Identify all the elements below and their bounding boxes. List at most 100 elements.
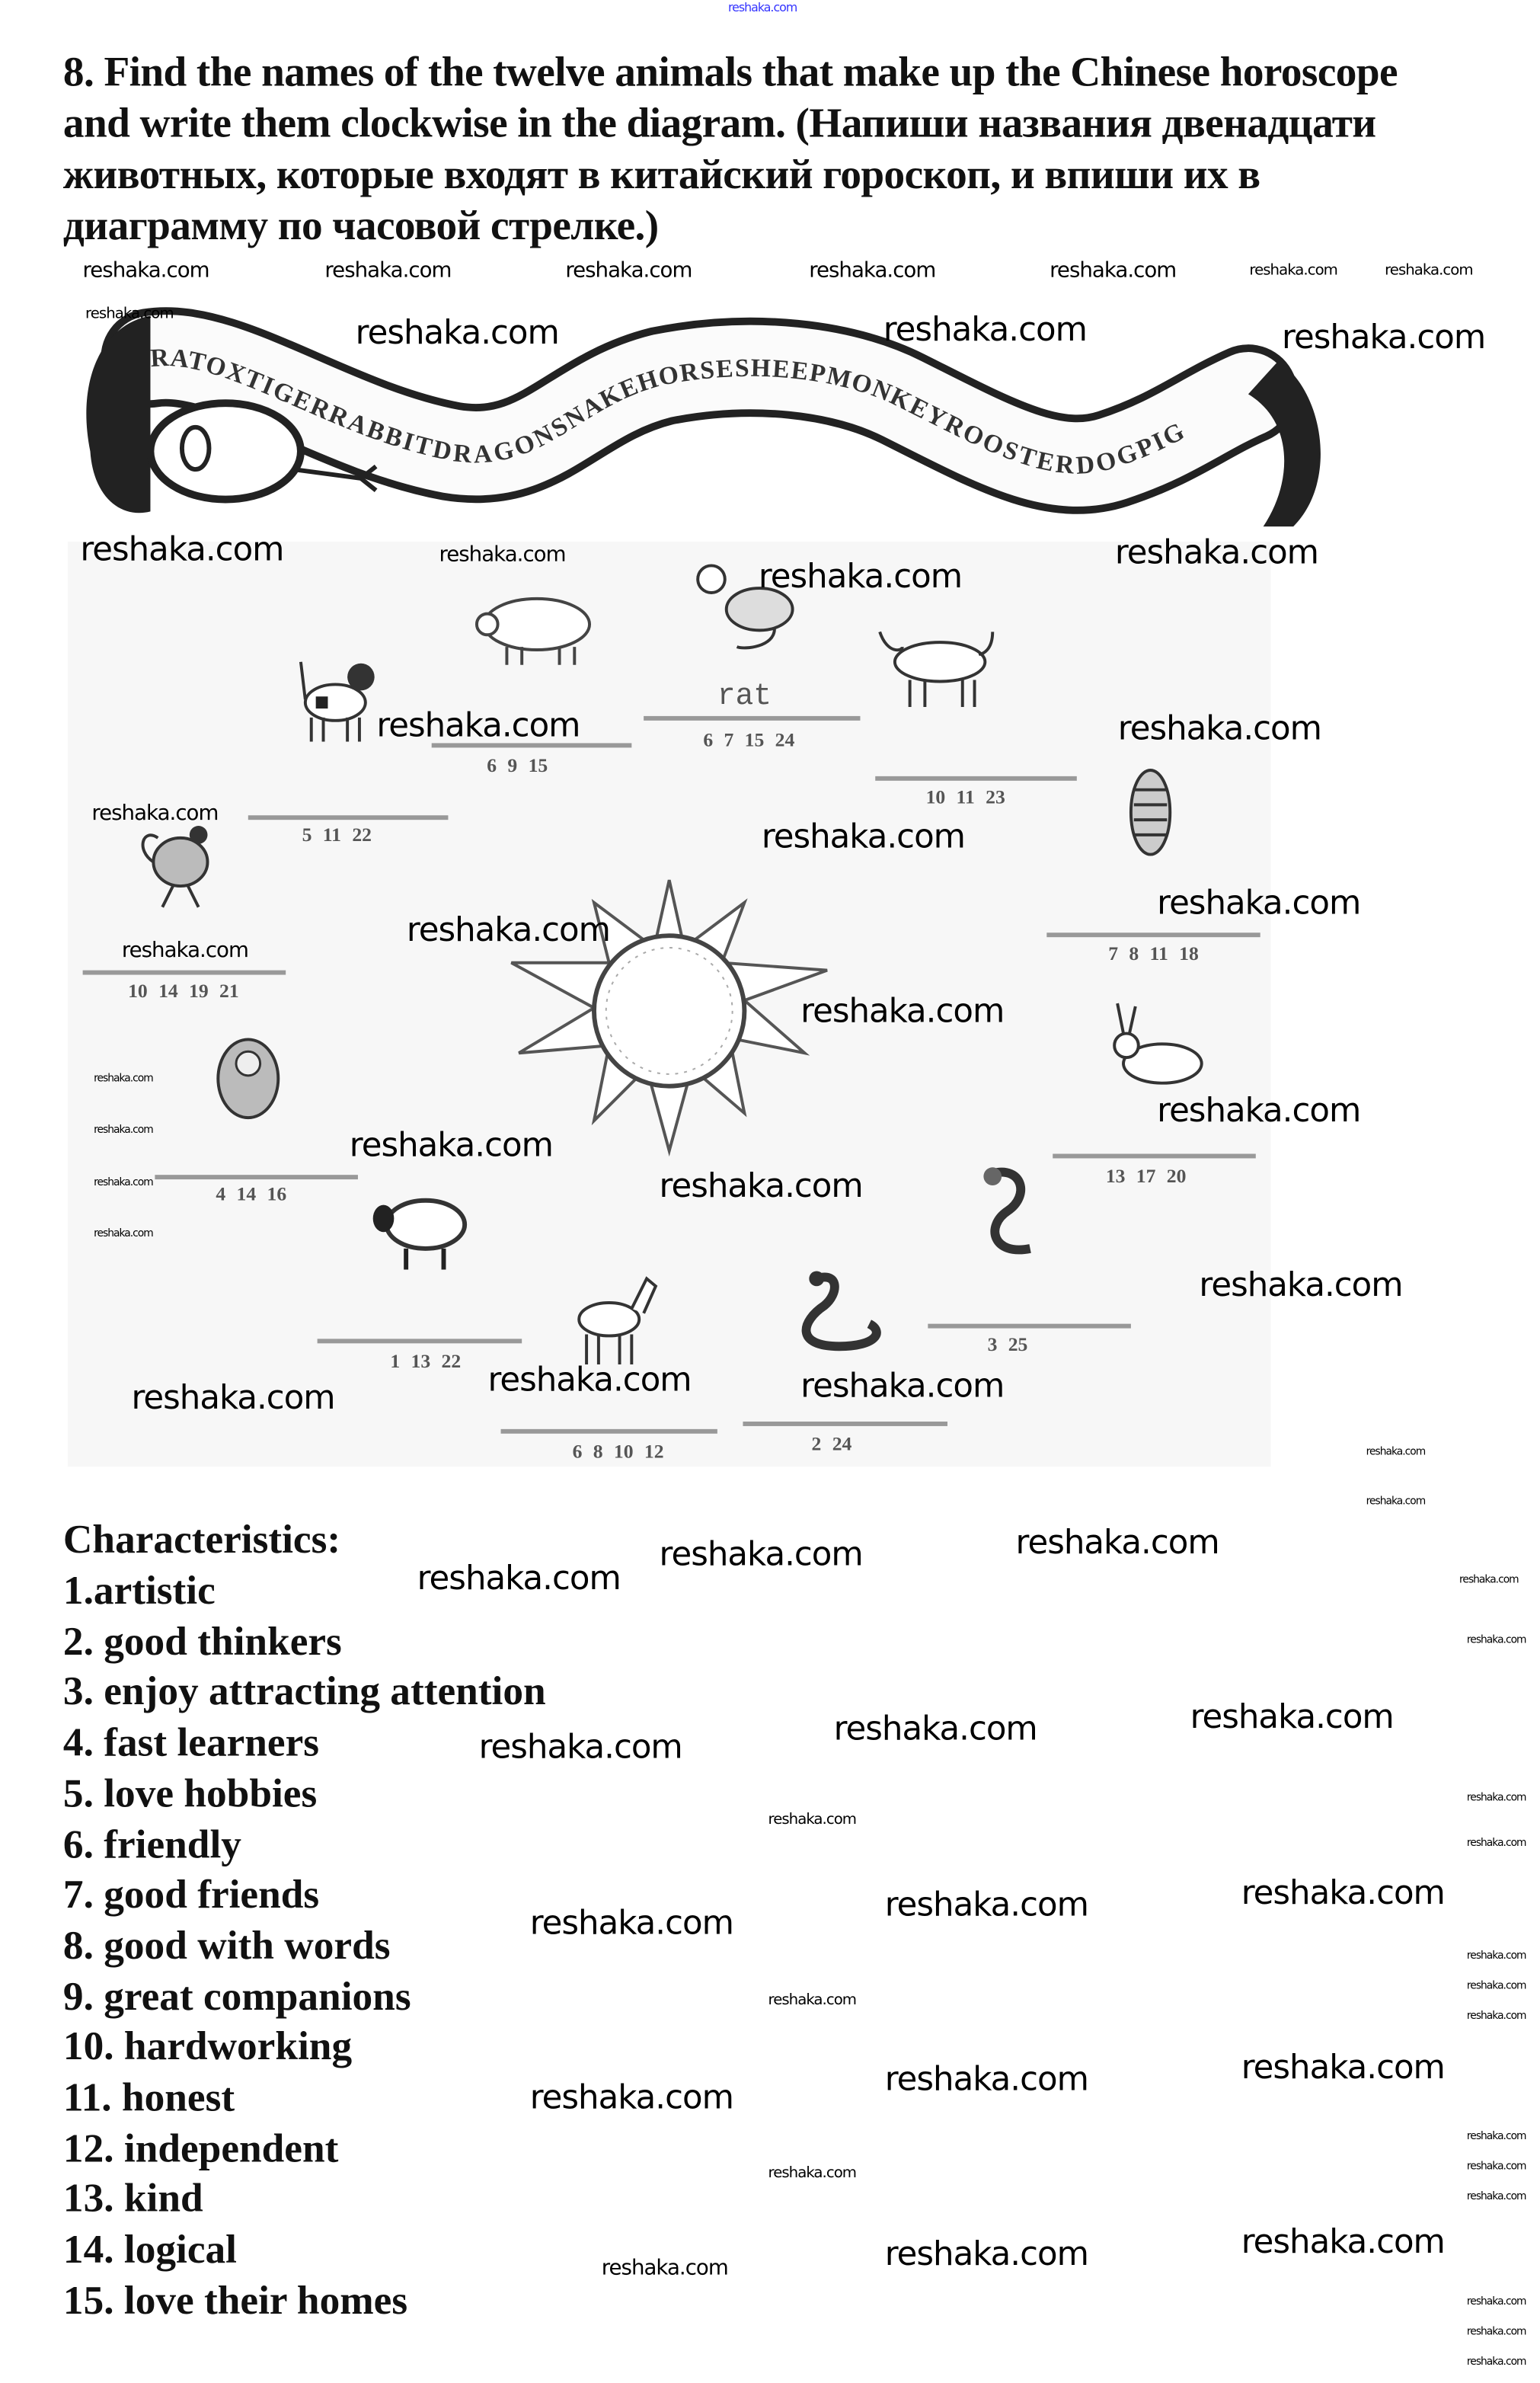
watermark: reshaka.com bbox=[94, 1176, 154, 1188]
characteristic-item: 10. hardworking bbox=[62, 2023, 353, 2069]
watermark: reshaka.com bbox=[1366, 1445, 1427, 1458]
watermark: reshaka.com bbox=[417, 1560, 621, 1599]
task-line-2: and write them clockwise in the diagram.… bbox=[62, 101, 1376, 148]
watermark: reshaka.com bbox=[80, 532, 284, 570]
characteristic-item: 12. independent bbox=[62, 2125, 339, 2170]
watermark: reshaka.com bbox=[1190, 1699, 1395, 1737]
watermark: reshaka.com bbox=[800, 993, 1005, 1032]
watermark: reshaka.com bbox=[1366, 1495, 1427, 1508]
watermark: reshaka.com bbox=[659, 1537, 864, 1575]
watermark: reshaka.com bbox=[1459, 1573, 1519, 1586]
watermark: reshaka.com bbox=[884, 2236, 1089, 2274]
watermark: reshaka.com bbox=[355, 315, 560, 353]
watermark: reshaka.com bbox=[1466, 2010, 1527, 2022]
characteristics-heading: Characteristics: bbox=[62, 1516, 341, 1562]
characteristic-item: 6. friendly bbox=[62, 1821, 241, 1866]
watermark: reshaka.com bbox=[324, 258, 452, 283]
rooster-icon bbox=[141, 826, 209, 908]
watermark: reshaka.com bbox=[1466, 1791, 1527, 1804]
task-line-1: 8. Find the names of the twelve animals … bbox=[62, 50, 1398, 97]
watermark: reshaka.com bbox=[94, 1124, 154, 1136]
watermark: reshaka.com bbox=[94, 1072, 154, 1085]
watermark: reshaka.com bbox=[349, 1127, 554, 1166]
watermark: reshaka.com bbox=[529, 1905, 734, 1943]
watermark: reshaka.com bbox=[1466, 2356, 1527, 2369]
watermark: reshaka.com bbox=[768, 1992, 857, 2010]
watermark: reshaka.com bbox=[1466, 1836, 1527, 1849]
answer-blank-snake[interactable] bbox=[743, 1421, 947, 1426]
answer-blank-dragon[interactable] bbox=[928, 1323, 1131, 1329]
horse-icon bbox=[577, 1276, 658, 1364]
answer-blank-pig[interactable] bbox=[431, 743, 632, 748]
watermark: reshaka.com bbox=[883, 312, 1088, 350]
watermark: reshaka.com bbox=[659, 1168, 864, 1206]
answer-blank-ox[interactable] bbox=[875, 776, 1077, 781]
watermark: reshaka.com bbox=[1249, 262, 1337, 280]
watermark: reshaka.com bbox=[761, 819, 966, 857]
letter-positions-rooster: 10 14 19 21 bbox=[128, 979, 239, 1003]
characteristic-item: 9. great companions bbox=[62, 1972, 411, 2019]
sheep-icon bbox=[372, 1198, 468, 1270]
watermark: reshaka.com bbox=[131, 1380, 335, 1419]
watermark: reshaka.com bbox=[884, 1887, 1089, 1925]
watermark: reshaka.com bbox=[82, 258, 209, 283]
watermark: reshaka.com bbox=[758, 558, 963, 597]
watermark: reshaka.com bbox=[884, 2062, 1089, 2100]
watermark: reshaka.com bbox=[1466, 2325, 1527, 2338]
watermark: reshaka.com bbox=[1199, 1267, 1403, 1305]
answer-blank-monkey[interactable] bbox=[155, 1175, 358, 1180]
watermark: reshaka.com bbox=[833, 1711, 1038, 1749]
answer-blank-rabbit[interactable] bbox=[1053, 1153, 1256, 1159]
watermark: reshaka.com bbox=[1114, 534, 1319, 573]
characteristic-item: 8. good with words bbox=[62, 1922, 391, 1968]
monkey-icon bbox=[216, 1038, 280, 1120]
watermark: reshaka.com bbox=[565, 258, 692, 283]
watermark: reshaka.com bbox=[1241, 2224, 1446, 2262]
characteristic-item: 5. love hobbies bbox=[62, 1770, 318, 1815]
letter-positions-dragon: 3 25 bbox=[987, 1332, 1028, 1356]
watermark: reshaka.com bbox=[727, 0, 797, 14]
answer-blank-rat[interactable] bbox=[644, 715, 861, 721]
task-line-4: диаграмму по часовой стрелке.) bbox=[62, 203, 659, 250]
letter-positions-rabbit: 13 17 20 bbox=[1105, 1164, 1187, 1187]
watermark: reshaka.com bbox=[1466, 2295, 1527, 2308]
answer-blank-tiger[interactable] bbox=[1046, 932, 1260, 938]
sun-icon bbox=[510, 879, 828, 1157]
watermark: reshaka.com bbox=[768, 2165, 857, 2183]
dragon-icon bbox=[983, 1167, 1031, 1255]
serpent-tail bbox=[1248, 360, 1321, 527]
ox-icon bbox=[878, 631, 995, 708]
characteristic-item: 14. logical bbox=[62, 2226, 237, 2272]
watermark: reshaka.com bbox=[1466, 1633, 1527, 1646]
letter-positions-snake: 2 24 bbox=[811, 1431, 852, 1455]
snake-icon bbox=[801, 1271, 881, 1351]
watermark: reshaka.com bbox=[91, 801, 219, 827]
watermark: reshaka.com bbox=[809, 258, 936, 283]
answer-blank-dog[interactable] bbox=[248, 815, 449, 820]
letter-positions-pig: 6 9 15 bbox=[487, 753, 548, 776]
characteristic-item: 3. enjoy attracting attention bbox=[62, 1668, 546, 1714]
answer-blank-sheep[interactable] bbox=[317, 1339, 522, 1344]
characteristic-item: 2. good thinkers bbox=[62, 1618, 342, 1664]
watermark: reshaka.com bbox=[1241, 1875, 1446, 1913]
watermark: reshaka.com bbox=[1157, 1092, 1361, 1131]
example-answer-rat: rat bbox=[717, 680, 772, 715]
letter-positions-horse: 6 8 10 12 bbox=[572, 1439, 664, 1463]
characteristic-item: 11. honest bbox=[62, 2074, 235, 2120]
answer-blank-horse[interactable] bbox=[500, 1428, 717, 1434]
watermark: reshaka.com bbox=[800, 1367, 1005, 1406]
watermark: reshaka.com bbox=[1466, 2130, 1527, 2142]
rabbit-icon bbox=[1113, 1003, 1203, 1085]
watermark: reshaka.com bbox=[94, 1227, 154, 1240]
serpent-banner: RATOXTIGERRABBITDRAGONSNAKEHORSESHEEPMON… bbox=[86, 307, 1321, 527]
watermark: reshaka.com bbox=[1015, 1524, 1220, 1563]
letter-positions-ox: 10 11 23 bbox=[925, 785, 1005, 808]
answer-blank-rooster[interactable] bbox=[82, 970, 286, 975]
serpent-head bbox=[86, 315, 378, 513]
watermark: reshaka.com bbox=[406, 912, 611, 950]
watermark: reshaka.com bbox=[487, 1362, 692, 1400]
tiger-icon bbox=[1129, 769, 1172, 856]
watermark: reshaka.com bbox=[768, 1812, 857, 1829]
letter-positions-monkey: 4 14 16 bbox=[216, 1182, 287, 1205]
